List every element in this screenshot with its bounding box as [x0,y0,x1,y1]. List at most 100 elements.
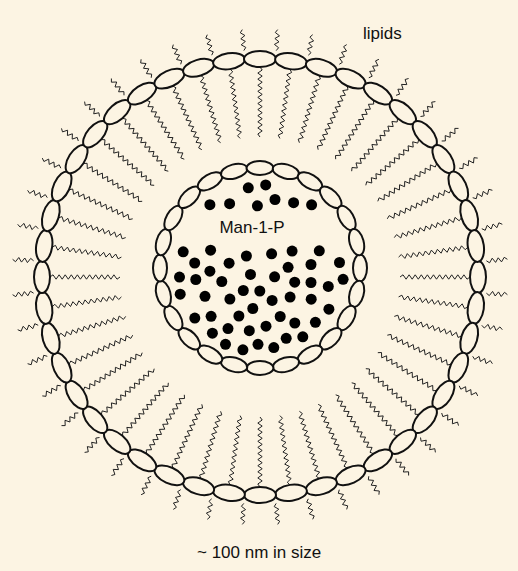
lipid-tail [369,59,379,78]
cargo-dot [216,276,227,287]
lipid-tail [18,324,39,332]
lipid-tail [111,459,124,476]
lipid-head [244,487,276,503]
lipid-head [271,161,301,182]
cargo-dot [178,246,189,257]
lipid-tail [473,356,493,363]
cargo-dot [269,271,280,282]
lipid-head [304,56,339,80]
cargo-dot [297,331,308,342]
lipid-head [39,321,63,356]
lipid-tail [396,79,409,96]
lipid-tail [378,164,437,202]
cargo-dots [174,179,349,355]
cargo-dot [204,266,215,277]
lipid-head [219,161,249,182]
cargo-dot [207,328,218,339]
lipid-tail [206,35,214,56]
cargo-dot [252,200,263,211]
cargo-dot [285,292,296,303]
lipid-tail [486,257,507,263]
lipid-head [34,291,54,325]
lipid-head [212,483,246,503]
cargo-dot [314,245,325,256]
cargo-dot [244,325,255,336]
vesicle-lumen: Man-1-P [170,178,350,358]
lipid-tail [200,76,221,143]
lipid-tail [336,395,374,454]
lipid-tail [111,79,124,96]
lipid-tail [172,45,181,65]
lipid-tail [28,190,48,197]
lipid-head [152,65,188,93]
lipid-tail [52,296,121,309]
lipid-tail [59,217,126,239]
lipid-tail [85,102,100,117]
lipid-tail [274,30,279,51]
lipid-tail [69,335,133,364]
lipid-tail [62,413,79,426]
lipids-label: lipids [363,24,402,44]
cargo-dot [233,311,244,322]
cargo-dot [306,259,317,270]
lipid-tail [85,438,100,453]
cargo-dot [289,277,300,288]
lipid-tail [141,59,152,78]
cargo-dot [275,311,286,322]
lipid-tail [50,275,120,279]
lipid-tail [28,355,48,364]
lipid-head [39,198,63,233]
cargo-dot [224,294,235,305]
lipid-head [219,354,249,375]
cargo-dot [206,311,217,322]
cargo-dot [189,258,200,269]
cargo-dot [287,246,298,257]
lipid-tail [278,69,291,138]
lipid-tail [172,404,203,468]
lipid-tail [258,417,262,487]
lipid-head [470,261,486,293]
lipid-tail [318,404,347,468]
cargo-dot [306,294,317,305]
lipid-head [353,255,367,282]
cargo-dot [224,258,235,269]
lipid-head [34,261,50,293]
cargo-dot [200,291,211,302]
cargo-dot [289,318,300,329]
lipid-tail [394,217,461,238]
lipid-tail [421,438,436,453]
lipid-tail [42,158,61,168]
lipid-tail [307,35,313,56]
lipid-heads [34,51,486,503]
lipid-head [153,227,174,257]
lipid-tail [442,128,459,141]
cargo-dot [247,303,258,314]
cargo-dot [270,194,281,205]
cargo-dot [189,313,200,324]
cargo-dot [268,342,279,353]
cargo-dot [266,248,277,259]
lipid-head [48,350,76,386]
cargo-dot [288,197,299,208]
cargo-dot [175,289,186,300]
lipid-tail [83,353,142,391]
lipid-tail [228,416,241,485]
cargo-dot [241,251,252,262]
lipid-tail [368,476,379,495]
lipid-tail [459,158,478,169]
lipid-head [274,51,308,71]
lipid-tail [13,291,34,297]
lipid-head [444,169,472,205]
lipid-head [333,461,369,489]
lipid-head [457,198,481,233]
lipid-tail [352,118,398,171]
lipid-tail [258,67,262,137]
cargo-dot [283,262,294,273]
lipid-head [457,321,481,356]
cargo-dot [205,245,216,256]
lipid-tail [52,245,121,258]
cargo-dot [254,286,265,297]
lipid-head [247,361,274,375]
lipid-tail [396,459,409,476]
